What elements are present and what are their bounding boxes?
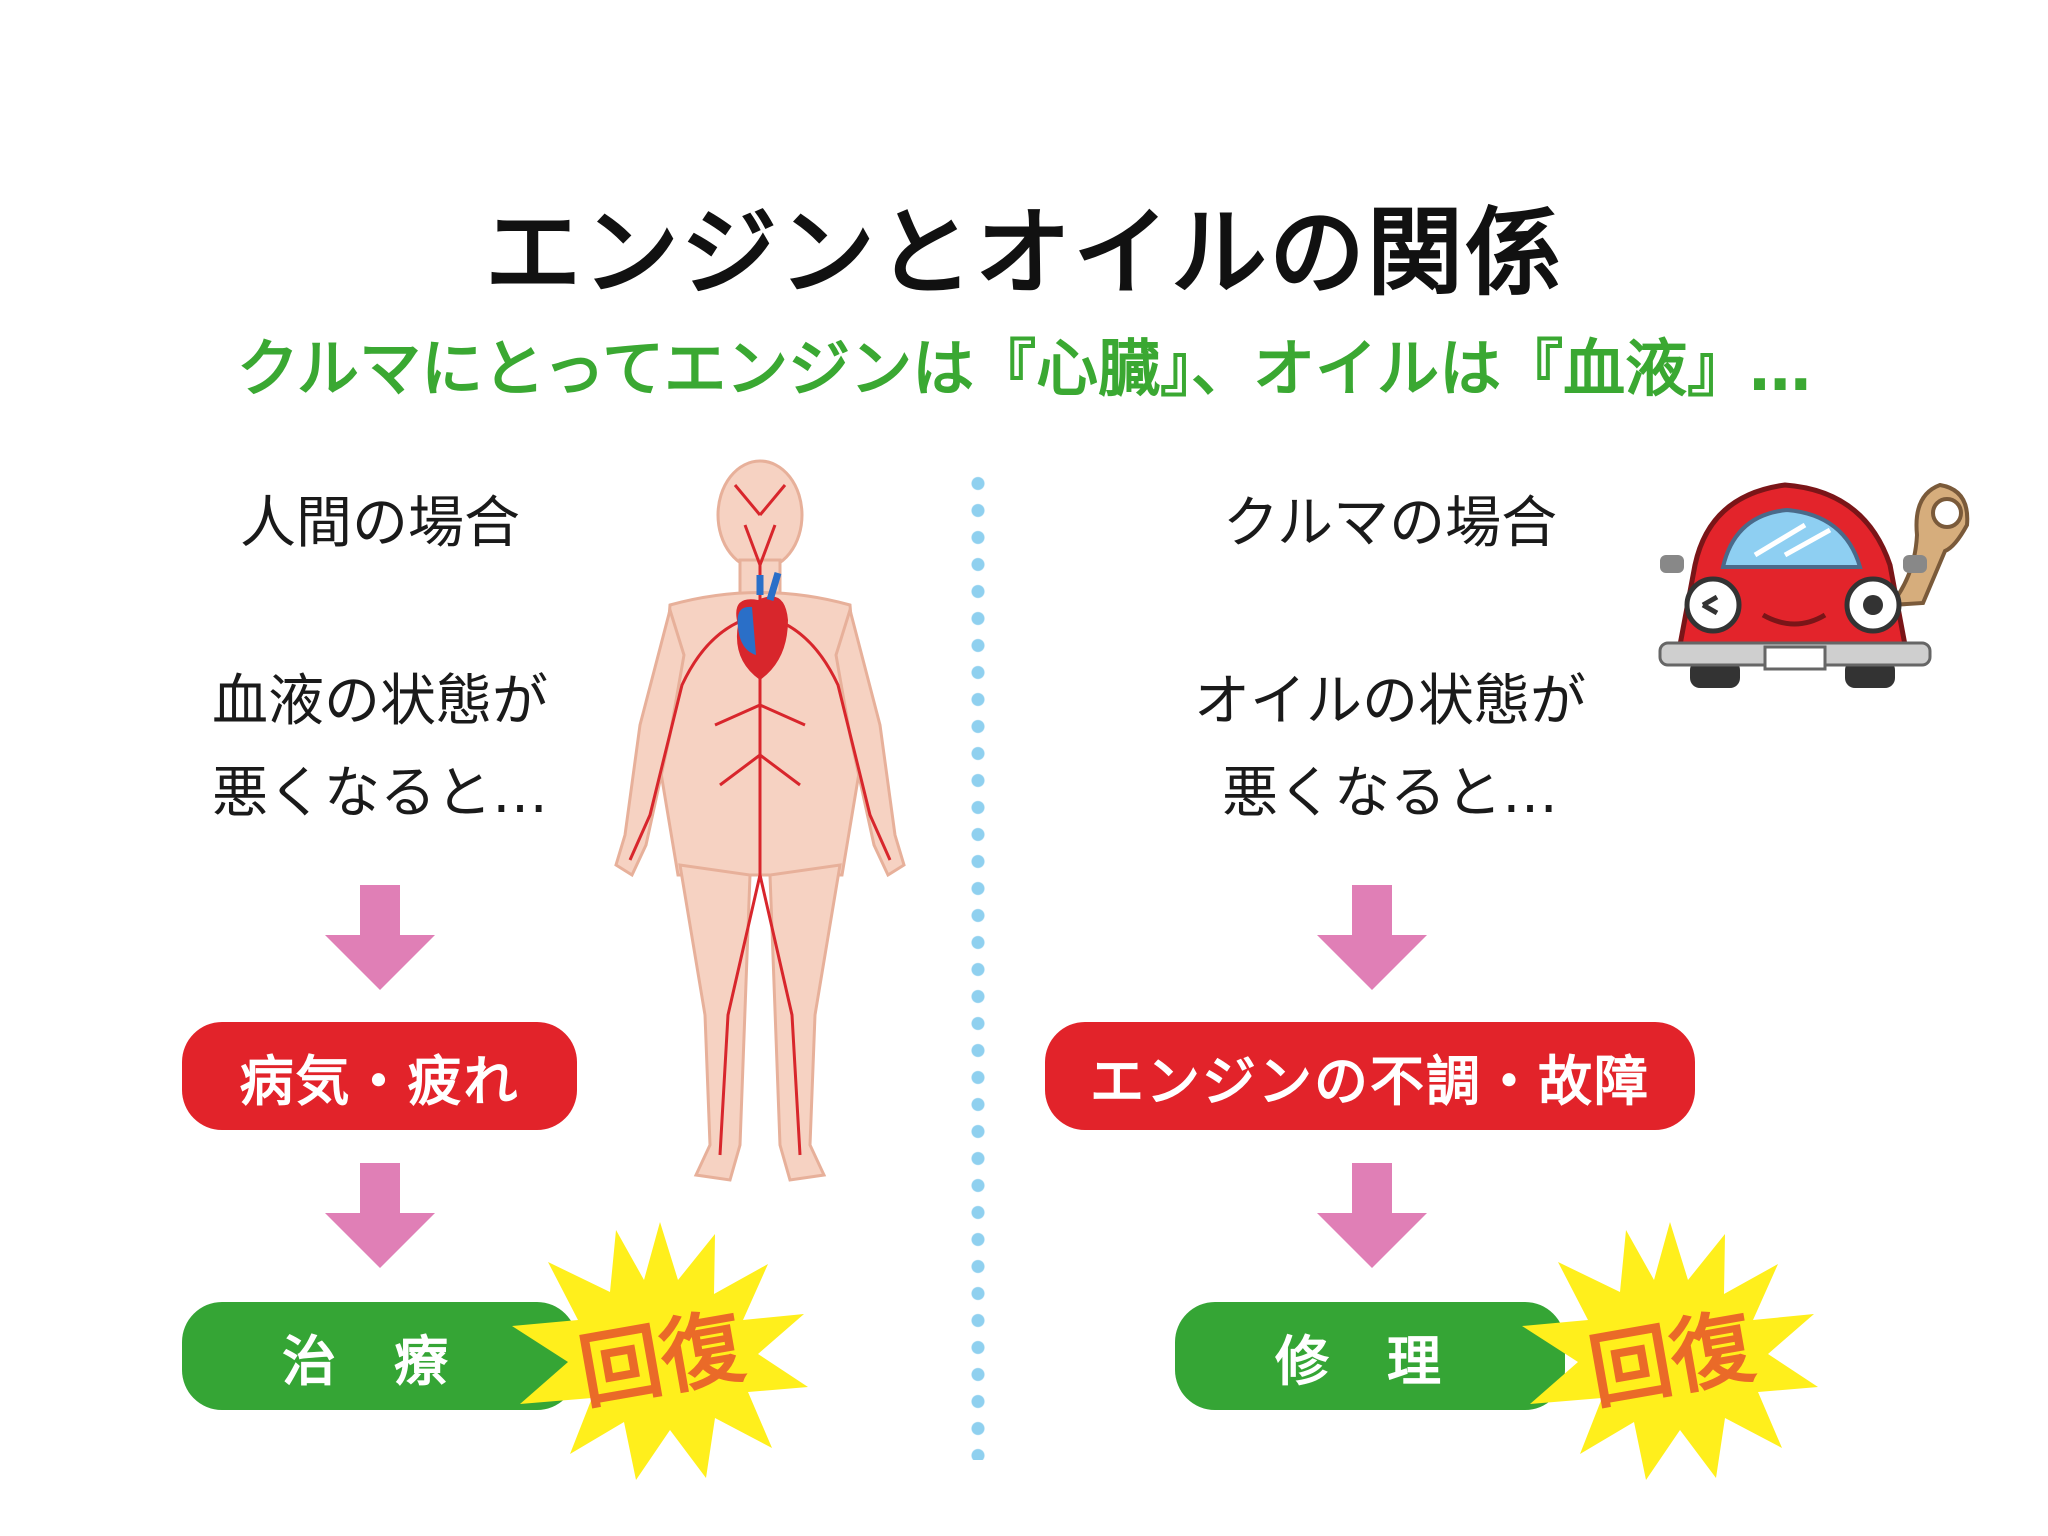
human-condition: 血液の状態が 悪くなると… [150, 656, 610, 840]
page-subtitle: クルマにとってエンジンは『心臓』、オイルは『血液』… [236, 332, 1812, 405]
recovery-burst-left: 回復 [510, 1222, 810, 1482]
human-solution-pill: 治 療 [182, 1302, 577, 1410]
car-solution-pill: 修 理 [1175, 1302, 1565, 1410]
human-problem-label: 病気・疲れ [239, 1049, 520, 1113]
human-condition-line1: 血液の状態が [212, 669, 548, 734]
car-solution-label: 修 理 [1275, 1329, 1443, 1393]
car-mascot-illustration [1658, 482, 1970, 688]
starburst-icon [512, 1222, 808, 1480]
down-arrow-icon [1317, 1163, 1427, 1268]
car-problem-label: エンジンの不調・故障 [1090, 1049, 1650, 1113]
recovery-burst-right: 回復 [1520, 1222, 1820, 1482]
page-title: エンジンとオイルの関係 [485, 197, 1563, 309]
car-heading: クルマの場合 [1222, 491, 1558, 556]
human-solution-label: 治 療 [282, 1329, 450, 1393]
human-heading: 人間の場合 [240, 491, 520, 556]
anatomy-illustration [614, 459, 906, 1182]
human-condition-line2: 悪くなると… [212, 761, 548, 826]
down-arrow-icon [325, 1163, 435, 1268]
car-condition-line2: 悪くなると… [1222, 761, 1558, 826]
recovery-text-right: 回復 [1582, 1298, 1761, 1421]
car-condition: オイルの状態が 悪くなると… [1120, 656, 1660, 840]
car-problem-pill: エンジンの不調・故障 [1045, 1022, 1695, 1130]
dotted-divider [971, 470, 985, 1460]
down-arrow-icon [1317, 885, 1427, 990]
down-arrow-icon [325, 885, 435, 990]
recovery-text-left: 回復 [572, 1298, 751, 1421]
starburst-icon [1522, 1222, 1818, 1480]
car-condition-line1: オイルの状態が [1194, 669, 1586, 734]
human-problem-pill: 病気・疲れ [182, 1022, 577, 1130]
